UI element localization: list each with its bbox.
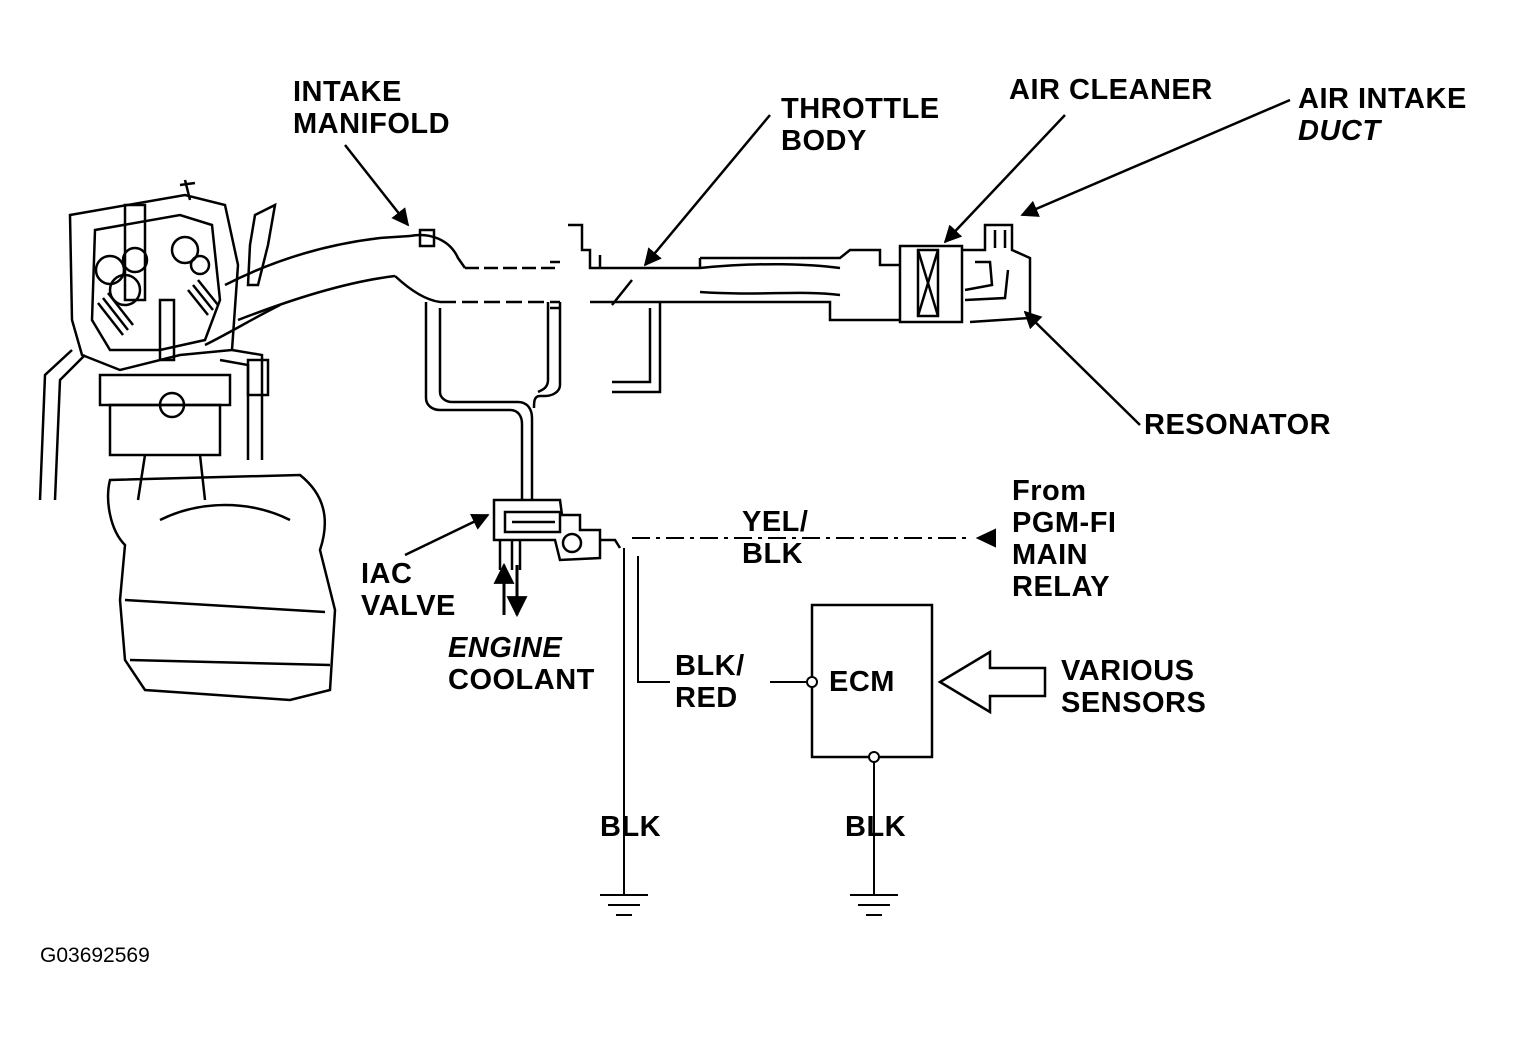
from-main-relay-line3: MAIN [1012, 539, 1089, 571]
air-intake-duct-line2: DUCT [1298, 115, 1381, 147]
yel-blk-label: YEL/ BLK [742, 506, 808, 570]
yel-blk-line1: YEL/ [742, 506, 809, 538]
intake-manifold-leader [344, 144, 410, 227]
air-cleaner-text: AIR CLEANER [1009, 74, 1213, 106]
throttle-body-label: THROTTLE BODY [781, 93, 940, 157]
blk-red-label: BLK/ RED [675, 650, 745, 714]
intake-manifold-label: INTAKE MANIFOLD [293, 76, 450, 140]
air-cleaner-leader [943, 114, 1066, 244]
throttle-body-line1: THROTTLE [781, 93, 940, 125]
resonator-label: RESONATOR [1144, 409, 1331, 441]
from-main-relay-line4: RELAY [1012, 571, 1111, 603]
iac-valve-line2: VALVE [361, 590, 456, 622]
resonator-leader [1023, 310, 1141, 426]
air-intake-duct-line1: AIR INTAKE [1298, 83, 1467, 115]
leader-arrows [344, 98, 1291, 557]
engine-coolant-line1: ENGINE [448, 632, 563, 664]
air-intake-duct-leader [1020, 98, 1291, 217]
engine-cutaway [38, 179, 411, 702]
engine-coolant-line2: COOLANT [448, 664, 595, 696]
ground-symbol-left [600, 894, 648, 916]
air-cleaner-label: AIR CLEANER [1009, 74, 1213, 106]
blk-red-line2: RED [675, 682, 738, 714]
blk-left-text: BLK [600, 811, 662, 843]
sensor-input-arrow [937, 649, 1047, 715]
ecm-box [806, 603, 934, 763]
ecm-text: ECM [829, 666, 895, 698]
intake-manifold-line2: MANIFOLD [293, 108, 451, 140]
blk-left-label: BLK [600, 811, 661, 843]
wiring [623, 528, 996, 895]
iac-valve [492, 498, 622, 570]
blk-red-wire [637, 556, 670, 683]
resonator-text: RESONATOR [1144, 409, 1332, 441]
ground-symbol-right [850, 894, 898, 916]
various-sensors-line2: SENSORS [1061, 687, 1207, 719]
from-main-relay-line1: From [1012, 475, 1087, 507]
iac-valve-line1: IAC [361, 558, 413, 590]
various-sensors-line1: VARIOUS [1061, 655, 1195, 687]
throttle-body-leader [643, 114, 771, 267]
ecm-label: ECM [829, 666, 895, 698]
iac-valve-leader [404, 513, 490, 557]
yel-blk-line2: BLK [742, 538, 804, 570]
coolant-flow-arrows [493, 562, 528, 618]
intake-duct-assembly [394, 223, 1032, 500]
figure-id: G03692569 [40, 944, 150, 967]
various-sensors-label: VARIOUS SENSORS [1061, 655, 1206, 719]
blk-right-label: BLK [845, 811, 906, 843]
throttle-body-line2: BODY [781, 125, 867, 157]
blk-right-text: BLK [845, 811, 907, 843]
air-intake-duct-label: AIR INTAKE DUCT [1298, 83, 1467, 147]
from-main-relay-label: From PGM-FI MAIN RELAY [1012, 475, 1117, 603]
engine-coolant-label: ENGINE COOLANT [448, 632, 595, 696]
from-main-relay-line2: PGM-FI [1012, 507, 1117, 539]
intake-manifold-line1: INTAKE [293, 76, 402, 108]
blk-red-line1: BLK/ [675, 650, 745, 682]
iac-valve-label: IAC VALVE [361, 558, 456, 622]
